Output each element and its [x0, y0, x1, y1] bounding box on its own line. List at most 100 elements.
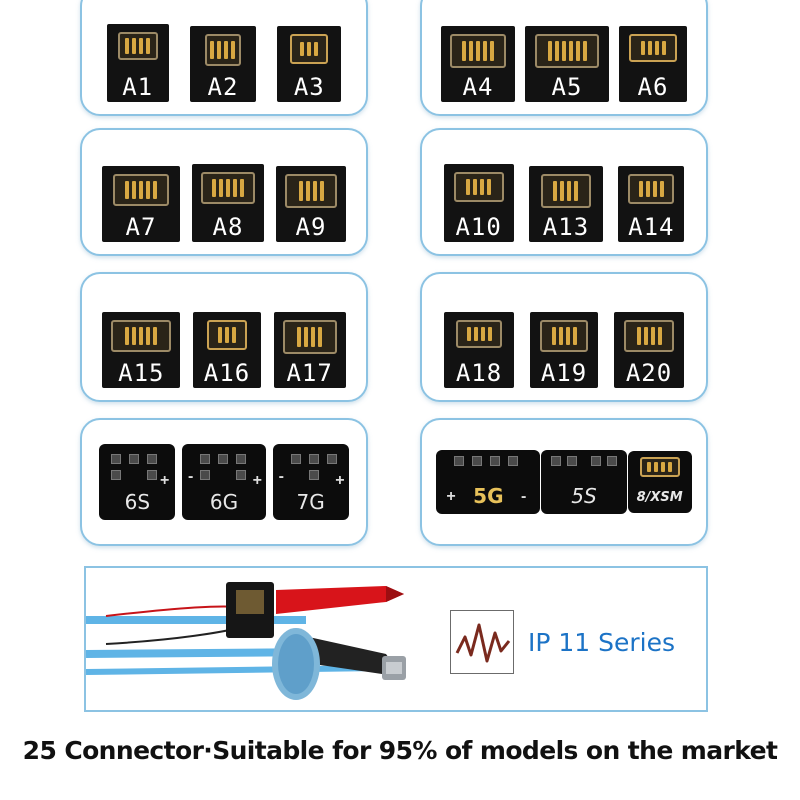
connector-socket [285, 174, 337, 208]
board-pad [199, 470, 210, 480]
connector-socket [639, 457, 680, 477]
chip-label: A2 [207, 73, 239, 101]
connector-chip-a20: A20 [614, 312, 684, 388]
chip-label: 5G [473, 484, 504, 508]
connector-chip-a9: A9 [276, 166, 346, 242]
connector-chip-a10: A10 [443, 164, 514, 242]
connector-chip-a13: A13 [528, 166, 603, 242]
connector-socket [282, 320, 337, 354]
connector-socket [206, 320, 247, 350]
board-chip-5g: + - 5G [436, 450, 541, 514]
waveform-icon [450, 610, 514, 674]
chip-label: A13 [542, 213, 590, 241]
connector-chip-a4: A4 [441, 26, 515, 102]
connector-group-5: A15 A16 A17 [80, 272, 368, 402]
chip-label: A19 [540, 359, 588, 387]
chip-label: A4 [462, 73, 494, 101]
board-pad [111, 454, 122, 464]
footer-caption: 25 Connector·Suitable for 95% of models … [22, 736, 778, 765]
chip-label: 6G [209, 490, 239, 514]
chip-label: A14 [628, 213, 675, 241]
connector-socket [111, 320, 172, 352]
connector-chip-a14: A14 [618, 166, 685, 242]
board-pad [217, 454, 228, 464]
connector-socket [629, 34, 677, 62]
board-pad [590, 456, 601, 466]
chip-label: A1 [122, 73, 154, 101]
board-pad [147, 470, 158, 480]
board-pad [290, 454, 301, 464]
board-group-2: + - 5G 5S 8/XSM [420, 418, 708, 546]
connector-group-4: A10 A13 A14 [420, 128, 708, 256]
board-chip-6g: - + 6G [181, 444, 266, 520]
chip-label: A9 [295, 213, 327, 241]
connector-socket [453, 172, 504, 202]
board-pad [606, 456, 617, 466]
chip-label: A18 [455, 359, 503, 387]
connector-group-1: A1 A2 A3 [80, 0, 368, 116]
connector-socket [201, 172, 255, 204]
plus-sign: + [335, 472, 345, 489]
connector-socket [540, 320, 588, 352]
chip-label: 7G [296, 490, 325, 514]
minus-sign: - [187, 468, 194, 485]
cable-panel: IP 11 Series [84, 566, 708, 712]
connector-socket [624, 320, 674, 352]
board-chip-6s: + 6S [99, 444, 176, 520]
connector-chip-a3: A3 [277, 26, 342, 102]
connector-socket [456, 320, 502, 348]
plus-sign: + [446, 488, 456, 505]
connector-chip-a16: A16 [192, 312, 261, 388]
board-chip-5s: 5S [540, 450, 627, 514]
board-group-1: + 6S - + 6G - + 7G [80, 418, 368, 546]
chip-label: A15 [118, 359, 165, 387]
chip-label: 5S [571, 484, 597, 508]
chip-label: A8 [212, 213, 244, 241]
connector-chip-a8: A8 [192, 164, 264, 242]
connector-chip-a6: A6 [619, 26, 687, 102]
board-pad [111, 470, 122, 480]
connector-socket [290, 34, 329, 64]
board-pad [308, 470, 319, 480]
board-pad [326, 454, 337, 464]
chip-label: 6S [124, 490, 151, 514]
chip-label: A16 [203, 359, 251, 387]
chip-label: A5 [551, 73, 583, 101]
connector-socket [450, 34, 506, 68]
board-pad [235, 454, 246, 464]
connector-chip-a17: A17 [273, 312, 346, 388]
plus-sign: + [252, 472, 262, 489]
connector-group-6: A18 A19 A20 [420, 272, 708, 402]
plus-sign: + [159, 472, 170, 489]
board-pad [308, 454, 319, 464]
board-pad [490, 456, 501, 466]
chip-label: A3 [293, 73, 325, 101]
board-pad [508, 456, 519, 466]
board-pad [550, 456, 561, 466]
chip-label: A7 [125, 213, 157, 241]
connector-chip-a2: A2 [189, 26, 256, 102]
connector-socket [117, 32, 158, 60]
connector-socket [113, 174, 169, 206]
connector-socket [628, 174, 675, 204]
chip-label: A10 [455, 213, 502, 241]
connector-chip-a19: A19 [530, 312, 598, 388]
board-pad [472, 456, 483, 466]
board-pad [454, 456, 465, 466]
connector-chip-a5: A5 [525, 26, 609, 102]
connector-chip-a18: A18 [444, 312, 514, 388]
series-label: IP 11 Series [528, 628, 676, 657]
chip-label: A6 [637, 73, 669, 101]
board-pad [129, 454, 140, 464]
connector-chip-a15: A15 [102, 312, 181, 388]
minus-sign: - [278, 468, 284, 485]
connector-group-2: A4 A5 A6 [420, 0, 708, 116]
connector-chip-a7: A7 [102, 166, 180, 242]
board-pad [199, 454, 210, 464]
board-pad [147, 454, 158, 464]
connector-socket [540, 174, 591, 208]
chip-label: A17 [286, 359, 333, 387]
board-pad [235, 470, 246, 480]
chip-label: 8/XSM [636, 490, 683, 505]
board-pad [566, 456, 577, 466]
